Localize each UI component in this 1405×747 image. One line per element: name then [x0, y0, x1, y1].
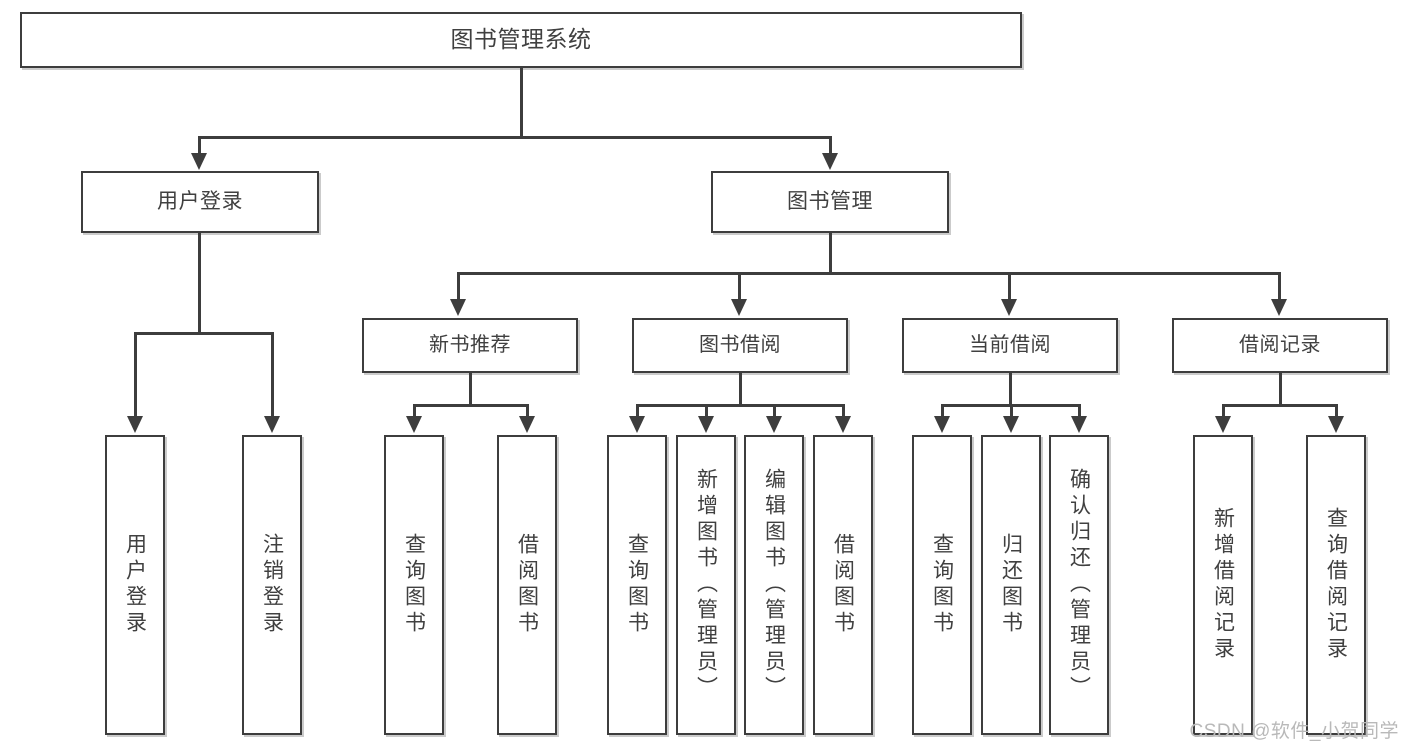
connector-new-book-bar	[413, 404, 526, 407]
node-new-book-recommendation[interactable]: 新书推荐	[362, 318, 578, 373]
connector-new-book-stem	[469, 373, 472, 406]
connector-borrow-record-bar	[1222, 404, 1337, 407]
leaf-user-login[interactable]: 用户登录	[105, 435, 165, 735]
connector-root-to-book-mgmt	[829, 136, 832, 158]
node-label: 借阅图书	[515, 533, 539, 637]
connector-current-borrow-to-leaf-2	[1078, 404, 1081, 418]
node-book-management[interactable]: 图书管理	[711, 171, 949, 233]
arrow-book-mgmt-to-current-borrow	[1001, 299, 1017, 316]
node-label: 新增借阅记录	[1211, 507, 1235, 663]
leaf-edit-book-admin[interactable]: 编辑图书（管理员）	[744, 435, 804, 735]
node-label: 查询图书	[625, 533, 649, 637]
arrow-current-borrow-to-leaf-2	[1071, 416, 1087, 433]
connector-book-mgmt-to-book-borrow	[738, 272, 741, 301]
node-label: 借阅记录	[1239, 333, 1321, 356]
csdn-watermark: CSDN @软件_小贺同学	[1189, 721, 1399, 742]
arrow-current-borrow-to-leaf-1	[1003, 416, 1019, 433]
arrow-user-login-to-leaf-1	[264, 416, 280, 433]
connector-book-borrow-stem	[739, 373, 742, 406]
connector-current-borrow-to-leaf-0	[941, 404, 944, 418]
connector-book-borrow-to-leaf-2	[773, 404, 776, 418]
node-label: 借阅图书	[831, 533, 855, 637]
arrow-book-mgmt-to-book-borrow	[731, 299, 747, 316]
leaf-borrow-books-new[interactable]: 借阅图书	[497, 435, 557, 735]
arrow-book-mgmt-to-borrow-record	[1271, 299, 1287, 316]
leaf-query-books-new[interactable]: 查询图书	[384, 435, 444, 735]
connector-new-book-to-leaf-1	[526, 404, 529, 418]
node-label: 查询借阅记录	[1324, 507, 1348, 663]
leaf-query-books-current[interactable]: 查询图书	[912, 435, 972, 735]
arrow-new-book-to-leaf-0	[406, 416, 422, 433]
connector-root-to-user-login	[198, 136, 201, 158]
arrow-book-borrow-to-leaf-2	[766, 416, 782, 433]
leaf-query-borrow-record[interactable]: 查询借阅记录	[1306, 435, 1366, 735]
leaf-add-borrow-record[interactable]: 新增借阅记录	[1193, 435, 1253, 735]
connector-book-borrow-to-leaf-3	[842, 404, 845, 418]
connector-book-mgmt-to-current-borrow	[1008, 272, 1011, 301]
connector-book-mgmt-to-new-book	[457, 272, 460, 301]
connector-current-borrow-to-leaf-1	[1010, 404, 1013, 418]
node-borrowing-record[interactable]: 借阅记录	[1172, 318, 1388, 373]
connector-borrow-record-stem	[1279, 373, 1282, 406]
node-label: 新书推荐	[429, 333, 511, 356]
connector-new-book-to-leaf-0	[413, 404, 416, 418]
leaf-borrow-books[interactable]: 借阅图书	[813, 435, 873, 735]
node-label: 确认归还（管理员）	[1067, 468, 1091, 702]
node-label: 用户登录	[157, 189, 243, 213]
node-root-library-system[interactable]: 图书管理系统	[20, 12, 1022, 68]
connector-book-mgmt-to-borrow-record	[1278, 272, 1281, 301]
connector-book-mgmt-stem	[829, 233, 832, 274]
connector-root-stem	[520, 68, 523, 138]
leaf-confirm-return-admin[interactable]: 确认归还（管理员）	[1049, 435, 1109, 735]
node-label: 图书管理	[787, 189, 873, 213]
connector-borrow-record-to-leaf-0	[1222, 404, 1225, 418]
connector-user-login-stem	[198, 233, 201, 334]
arrow-root-to-user-login	[191, 153, 207, 170]
connector-borrow-record-to-leaf-1	[1335, 404, 1338, 418]
leaf-add-book-admin[interactable]: 新增图书（管理员）	[676, 435, 736, 735]
leaf-logout[interactable]: 注销登录	[242, 435, 302, 735]
connector-book-borrow-to-leaf-0	[636, 404, 639, 418]
arrow-borrow-record-to-leaf-0	[1215, 416, 1231, 433]
arrow-book-mgmt-to-new-book	[450, 299, 466, 316]
node-user-login[interactable]: 用户登录	[81, 171, 319, 233]
leaf-query-books-borrow[interactable]: 查询图书	[607, 435, 667, 735]
node-label: 归还图书	[999, 533, 1023, 637]
arrow-new-book-to-leaf-1	[519, 416, 535, 433]
node-label: 查询图书	[402, 533, 426, 637]
node-label: 编辑图书（管理员）	[762, 468, 786, 702]
arrow-book-borrow-to-leaf-1	[698, 416, 714, 433]
arrow-book-borrow-to-leaf-0	[629, 416, 645, 433]
node-label: 新增图书（管理员）	[694, 468, 718, 702]
connector-user-login-to-leaf-1	[271, 332, 274, 418]
node-current-borrowing[interactable]: 当前借阅	[902, 318, 1118, 373]
connector-user-login-to-leaf-0	[134, 332, 137, 418]
arrow-current-borrow-to-leaf-0	[934, 416, 950, 433]
connector-user-login-bar	[134, 332, 271, 335]
node-label: 图书管理系统	[450, 26, 592, 53]
node-label: 用户登录	[123, 533, 147, 637]
connector-book-borrow-to-leaf-1	[705, 404, 708, 418]
arrow-borrow-record-to-leaf-1	[1328, 416, 1344, 433]
connector-book-borrow-bar	[636, 404, 844, 407]
node-label: 图书借阅	[699, 333, 781, 356]
leaf-return-books[interactable]: 归还图书	[981, 435, 1041, 735]
arrow-book-borrow-to-leaf-3	[835, 416, 851, 433]
connector-current-borrow-stem	[1009, 373, 1012, 406]
connector-root-bar	[198, 136, 832, 139]
node-label: 当前借阅	[969, 333, 1051, 356]
node-book-borrowing[interactable]: 图书借阅	[632, 318, 848, 373]
connector-book-mgmt-bar	[457, 272, 1281, 275]
arrow-user-login-to-leaf-0	[127, 416, 143, 433]
node-label: 查询图书	[930, 533, 954, 637]
arrow-root-to-book-mgmt	[822, 153, 838, 170]
node-label: 注销登录	[260, 533, 284, 637]
